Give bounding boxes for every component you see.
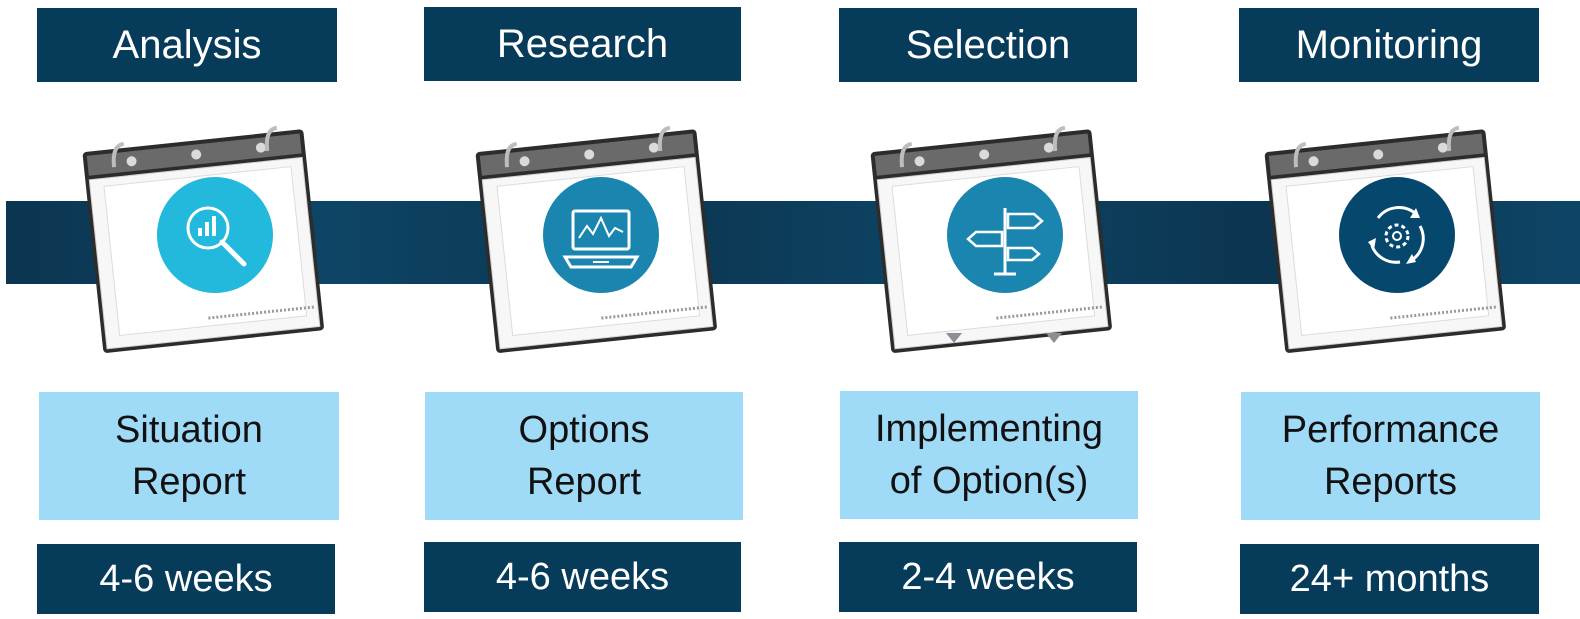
report-research: Options Report	[425, 392, 743, 520]
duration-analysis: 4-6 weeks	[37, 544, 335, 614]
duration-research: 4-6 weeks	[424, 542, 741, 612]
stage-title-monitoring: Monitoring	[1239, 8, 1539, 82]
duration-monitoring: 24+ months	[1240, 544, 1539, 614]
report-selection: Implementing of Option(s)	[840, 391, 1138, 519]
magnifier-chart-icon	[157, 177, 273, 293]
duration-selection: 2-4 weeks	[839, 542, 1137, 612]
cycle-gear-icon	[1339, 177, 1455, 293]
signpost-icon	[947, 177, 1063, 293]
pointer-marker-left	[946, 333, 962, 343]
report-monitoring: Performance Reports	[1241, 392, 1540, 520]
stage-title-analysis: Analysis	[37, 8, 337, 82]
pointer-marker-right	[1046, 333, 1062, 343]
calendar-selection	[858, 118, 1128, 358]
stage-title-selection: Selection	[839, 8, 1137, 82]
calendar-analysis	[70, 118, 340, 358]
calendar-monitoring	[1252, 118, 1522, 358]
calendar-research	[463, 118, 733, 358]
stage-title-research: Research	[424, 7, 741, 81]
laptop-chart-icon	[543, 177, 659, 293]
report-analysis: Situation Report	[39, 392, 339, 520]
